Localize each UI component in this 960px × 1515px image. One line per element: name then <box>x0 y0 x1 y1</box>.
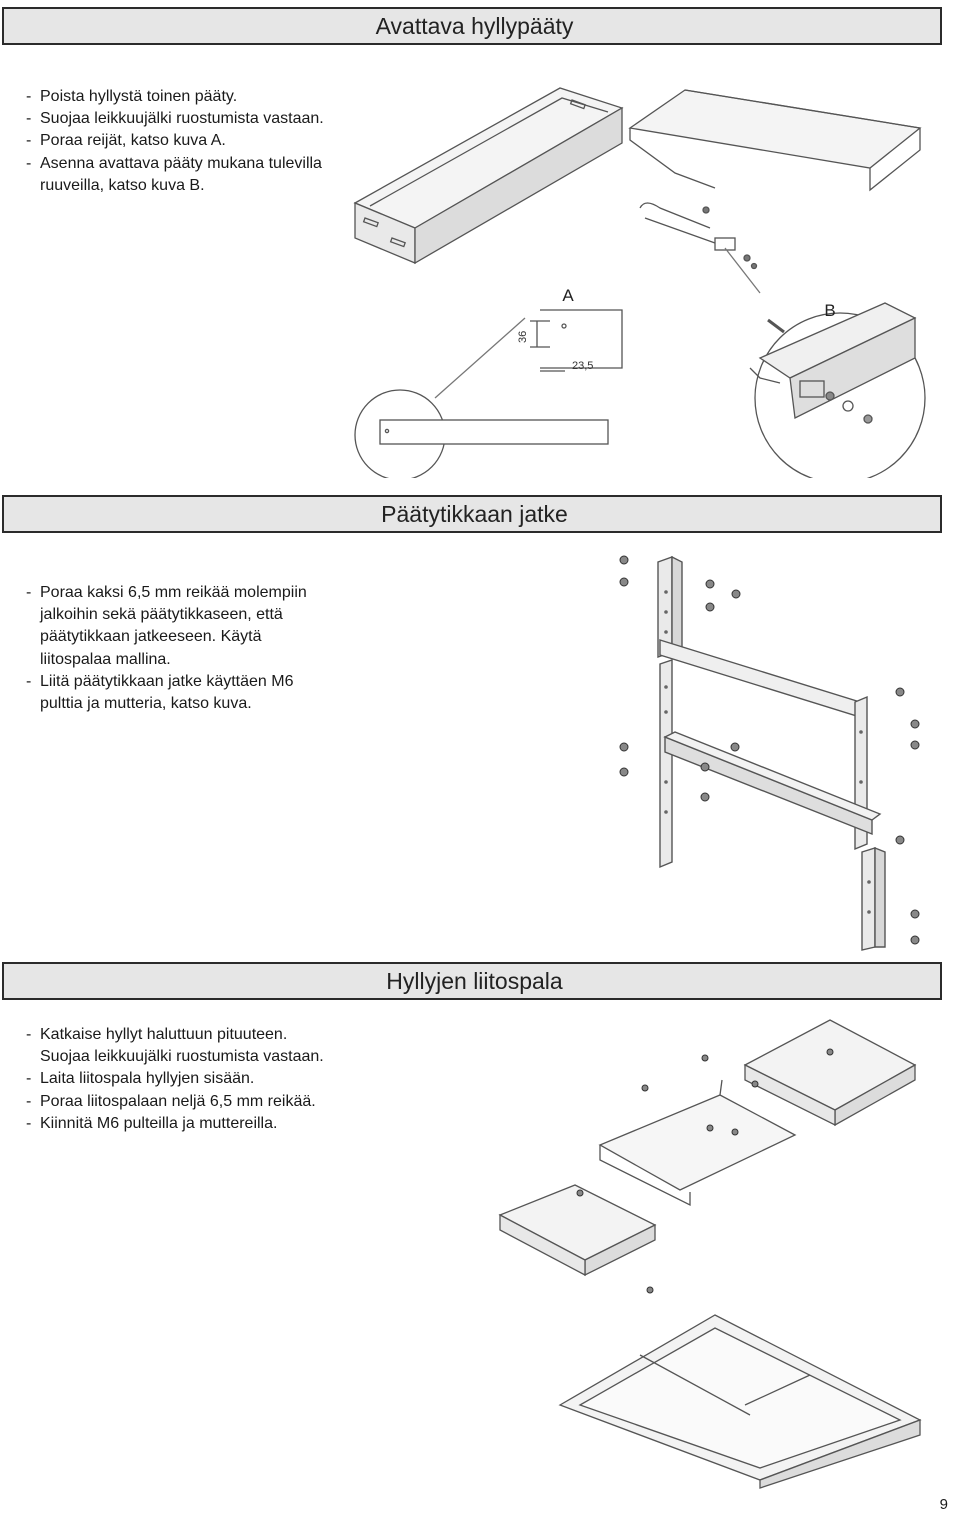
list-item: Poraa liitospalaan neljä 6,5 mm reikää. <box>26 1091 326 1113</box>
step-list: Poista hyllystä toinen pääty. Suojaa lei… <box>26 86 326 197</box>
section-title: Avattava hyllypääty <box>375 12 574 39</box>
list-item: Asenna avattava pääty mukana tulevilla r… <box>26 153 326 197</box>
shelf-joint-figure <box>498 1019 922 1489</box>
list-item: Poista hyllystä toinen pääty. <box>26 86 326 108</box>
ladder-extension-figure <box>619 555 920 951</box>
section-title: Hyllyjen liitospala <box>386 967 563 994</box>
list-item: Laita liitospala hyllyjen sisään. <box>26 1068 326 1090</box>
list-item: Kiinnitä M6 pulteilla ja muttereilla. <box>26 1113 326 1135</box>
page-number: 9 <box>939 1496 948 1513</box>
figure-label-b: B <box>824 301 835 320</box>
list-item: Poraa reijät, katso kuva A. <box>26 130 326 152</box>
step-list: Katkaise hyllyt haluttuun pituuteen. Suo… <box>26 1024 326 1135</box>
list-item: Suojaa leikkuujälki ruostumista vastaan. <box>26 108 326 130</box>
list-item: Liitä päätytikkaan jatke käyttäen M6 pul… <box>26 671 326 715</box>
section-title: Päätytikkaan jatke <box>381 500 568 527</box>
section-header-paatytikkaan-jatke: Päätytikkaan jatke <box>2 495 942 533</box>
section-header-avattava: Avattava hyllypääty <box>2 7 942 45</box>
shelf-end-figure: A B 36 23,5 <box>353 87 926 478</box>
list-item: Poraa kaksi 6,5 mm reikää molempiin jalk… <box>26 582 326 671</box>
section-header-hyllyjen-liitospala: Hyllyjen liitospala <box>2 962 942 1000</box>
dimension-horizontal: 23,5 <box>572 360 593 372</box>
figure-label-a: A <box>562 286 574 305</box>
list-item: Katkaise hyllyt haluttuun pituuteen. Suo… <box>26 1024 326 1068</box>
step-list: Poraa kaksi 6,5 mm reikää molempiin jalk… <box>26 582 326 715</box>
dimension-vertical: 36 <box>517 331 529 343</box>
